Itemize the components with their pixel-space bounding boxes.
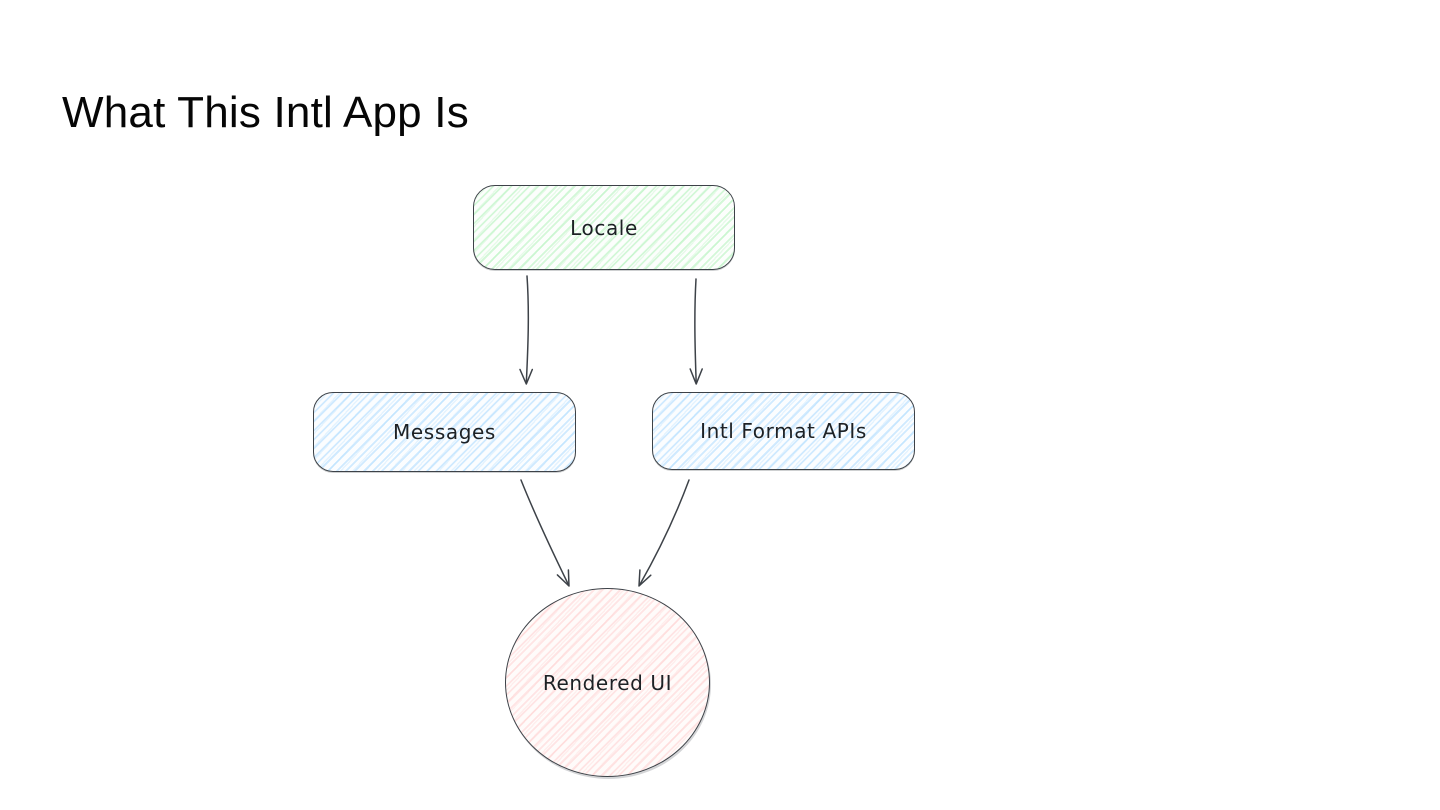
- edge-locale-intl-format-apis: [689, 278, 703, 385]
- node-rendered-ui: Rendered UI: [505, 588, 710, 777]
- node-intl-format-apis: Intl Format APIs: [652, 392, 915, 470]
- node-intl-format-apis-label: Intl Format APIs: [700, 419, 867, 443]
- node-locale-label: Locale: [570, 215, 638, 240]
- edge-intl-format-apis-rendered-ui: [638, 479, 690, 587]
- edge-messages-rendered-ui: [520, 479, 570, 587]
- node-rendered-ui-label: Rendered UI: [542, 670, 673, 695]
- page-title: What This Intl App Is: [62, 88, 469, 137]
- edge-locale-messages: [519, 275, 534, 385]
- node-messages-label: Messages: [393, 420, 496, 444]
- node-messages: Messages: [313, 392, 576, 472]
- node-locale: Locale: [473, 185, 735, 270]
